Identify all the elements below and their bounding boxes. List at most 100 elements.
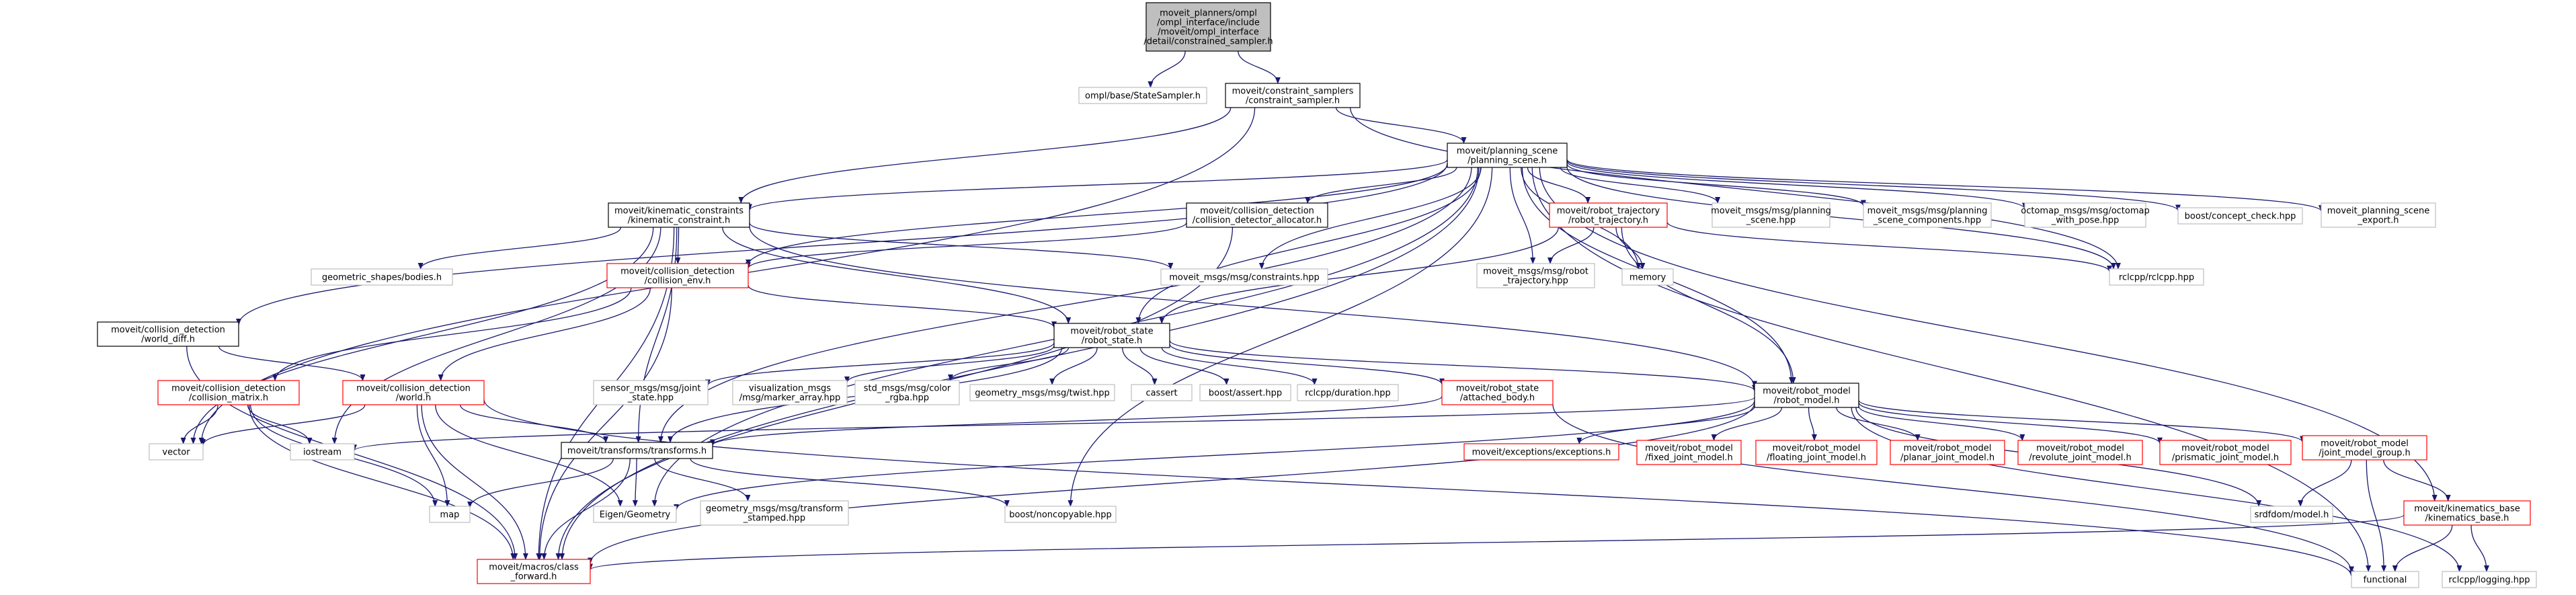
edge-planning_scene-to-planning_scene_components [1566, 163, 1866, 207]
node-planning-scene[interactable]: moveit/planning_scene/planning_scene.h [1447, 143, 1568, 168]
node-box [2250, 506, 2333, 523]
edge-robot_state-to-joint_state [705, 342, 1055, 387]
node-label-line: /robot_model.h [1773, 396, 1839, 406]
node-box [1053, 323, 1170, 348]
edge-planning_scene-to-collision_detector_allocator [1305, 167, 1457, 204]
node-constraint-sampler[interactable]: moveit/constraint_samplers/constraint_sa… [1225, 83, 1361, 108]
node-label-line: moveit_msgs/msg/constraints.hpp [1169, 273, 1320, 283]
node-vector[interactable]: vector [149, 443, 204, 461]
edge-transforms-to-noncopyable [690, 458, 1010, 507]
node-srdfdom-model[interactable]: srdfdom/model.h [2250, 506, 2333, 523]
node-cassert[interactable]: cassert [1131, 384, 1193, 401]
node-functional[interactable]: functional [2351, 571, 2419, 588]
node-color-rgba[interactable]: std_msgs/msg/color_rgba.hpp [854, 380, 960, 405]
node-octomap-with-pose[interactable]: octomap_msgs/msg/octomap_with_pose.hpp [2021, 202, 2150, 228]
edge-robot_trajectory-to-robot_state [1159, 227, 1559, 324]
node-box [593, 380, 709, 405]
node-label-line: /collision_matrix.h [189, 393, 268, 403]
node-duration[interactable]: rclcpp/duration.hpp [1297, 384, 1399, 401]
edge-robot_state-to-color_rgba [948, 347, 1070, 381]
node-robot-trajectory-msg[interactable]: moveit_msgs/msg/robot_trajectory.hpp [1476, 263, 1595, 288]
node-logging[interactable]: rclcpp/logging.hpp [2442, 571, 2537, 588]
node-memory[interactable]: memory [1621, 268, 1674, 286]
node-box [1549, 202, 1668, 228]
node-label-line: functional [2364, 576, 2407, 586]
node-robot-state[interactable]: moveit/robot_state/robot_state.h [1053, 323, 1170, 348]
node-box [149, 443, 204, 461]
node-iostream[interactable]: iostream [290, 443, 355, 461]
edge-collision_env-to-world [438, 287, 651, 381]
node-kinematics-base[interactable]: moveit/kinematics_base/kinematics_base.h [2403, 500, 2531, 526]
node-class-forward[interactable]: moveit/macros/class_forward.h [477, 559, 591, 584]
node-transform-stamped[interactable]: geometry_msgs/msg/transform_stamped.hpp [700, 500, 849, 526]
node-box [1890, 440, 2005, 465]
node-world-diff[interactable]: moveit/collision_detection/world_diff.h [97, 321, 239, 347]
node-collision-matrix[interactable]: moveit/collision_detection/collision_mat… [157, 380, 300, 405]
node-geometric-shapes-bodies[interactable]: geometric_shapes/bodies.h [311, 268, 453, 286]
node-planar-joint-model[interactable]: moveit/robot_model/planar_joint_model.h [1890, 440, 2005, 465]
edge-kinematic_constraint-to-robot_model [749, 226, 1757, 388]
node-joint-state[interactable]: sensor_msgs/msg/joint_state.hpp [593, 380, 709, 405]
node-label-line: moveit_planners/ompl [1160, 9, 1257, 19]
node-noncopyable[interactable]: boost/noncopyable.hpp [1004, 506, 1117, 523]
node-box [97, 321, 239, 347]
edge-attached_body-to-functional [1552, 404, 2354, 573]
node-label-line: boost/noncopyable.hpp [1009, 510, 1112, 520]
node-planning-scene-msg[interactable]: moveit_msgs/msg/planning_scene.hpp [1711, 202, 1831, 228]
node-planning-scene-export[interactable]: moveit_planning_scene_export.h [2321, 202, 2436, 228]
node-label-line: /fixed_joint_model.h [1645, 453, 1732, 463]
node-label-line: /floating_joint_model.h [1767, 453, 1866, 463]
node-fixed-joint-model[interactable]: moveit/robot_model/fixed_joint_model.h [1636, 440, 1742, 465]
node-floating-joint-model[interactable]: moveit/robot_model/floating_joint_model.… [1755, 440, 1878, 465]
node-label-line: moveit_msgs/msg/robot [1483, 267, 1588, 277]
node-label-line: /world_diff.h [141, 335, 195, 345]
node-transforms[interactable]: moveit/transforms/transforms.h [561, 442, 713, 459]
node-exceptions[interactable]: moveit/exceptions/exceptions.h [1463, 443, 1619, 461]
node-root[interactable]: moveit_planners/ompl/ompl_interface/incl… [1143, 2, 1273, 52]
edge-planning_scene-to-transforms [657, 167, 1472, 443]
node-constraints-msg[interactable]: moveit_msgs/msg/constraints.hpp [1160, 268, 1328, 286]
edge-robot_model-to-iostream [352, 397, 1755, 452]
node-box [969, 384, 1115, 401]
node-box [1476, 263, 1595, 288]
node-box [1078, 87, 1207, 104]
node-box [1199, 384, 1291, 401]
node-label-line: moveit/collision_detection [171, 384, 286, 394]
node-box [157, 380, 300, 405]
edge-root-to-state_sampler [1148, 50, 1186, 88]
node-label-line: /planar_joint_model.h [1900, 453, 1995, 463]
node-concept-check[interactable]: boost/concept_check.hpp [2177, 207, 2303, 225]
node-revolute-joint-model[interactable]: moveit/robot_model/revolute_joint_model.… [2017, 440, 2143, 465]
edge-world-to-vector [200, 404, 366, 446]
node-box [1225, 83, 1361, 108]
edge-planning_scene-to-collision_env [746, 163, 1448, 266]
node-twist[interactable]: geometry_msgs/msg/twist.hpp [969, 384, 1115, 401]
edge-planning_scene-to-rclcpp [1566, 166, 2116, 270]
node-eigen-geometry[interactable]: Eigen/Geometry [593, 506, 677, 523]
node-rclcpp[interactable]: rclcpp/rclcpp.hpp [2109, 268, 2204, 286]
node-collision-env[interactable]: moveit/collision_detection/collision_env… [606, 263, 749, 288]
node-label-line: /collision_env.h [645, 276, 711, 286]
node-label-line: _state.hpp [627, 393, 674, 403]
node-prismatic-joint-model[interactable]: moveit/robot_model/prismatic_joint_model… [2159, 440, 2292, 465]
node-kinematic-constraint[interactable]: moveit/kinematic_constraints/kinematic_c… [608, 202, 750, 228]
node-world[interactable]: moveit/collision_detection/world.h [342, 380, 485, 405]
node-marker-array[interactable]: visualization_msgs/msg/marker_array.hpp [732, 380, 848, 405]
node-label-line: geometric_shapes/bodies.h [322, 273, 442, 283]
node-attached-body[interactable]: moveit/robot_state/attached_body.h [1441, 380, 1554, 405]
node-robot-model[interactable]: moveit/robot_model/robot_model.h [1754, 383, 1859, 408]
node-label-line: ompl/base/StateSampler.h [1085, 91, 1201, 102]
node-planning-scene-components[interactable]: moveit_msgs/msg/planning_scene_component… [1863, 202, 1992, 228]
node-robot-trajectory[interactable]: moveit/robot_trajectory/robot_trajectory… [1549, 202, 1668, 228]
node-label-line: memory [1629, 273, 1666, 283]
edge-robot_state-to-robot_model [1169, 340, 1757, 392]
edge-constraint_sampler-to-kinematic_constraint [738, 107, 1232, 204]
node-label-line: moveit/collision_detection [356, 384, 471, 394]
node-label-line: moveit_msgs/msg/planning [1711, 206, 1831, 216]
node-joint-model-group[interactable]: moveit/robot_model/joint_model_group.h [2302, 435, 2427, 461]
node-boost-assert[interactable]: boost/assert.hpp [1199, 384, 1291, 401]
node-collision-detector-allocator[interactable]: moveit/collision_detection/collision_det… [1186, 202, 1328, 228]
node-map[interactable]: map [429, 506, 471, 523]
edge-planning_scene-to-robot_trajectory_msg [1509, 167, 1536, 264]
node-state-sampler[interactable]: ompl/base/StateSampler.h [1078, 87, 1207, 104]
